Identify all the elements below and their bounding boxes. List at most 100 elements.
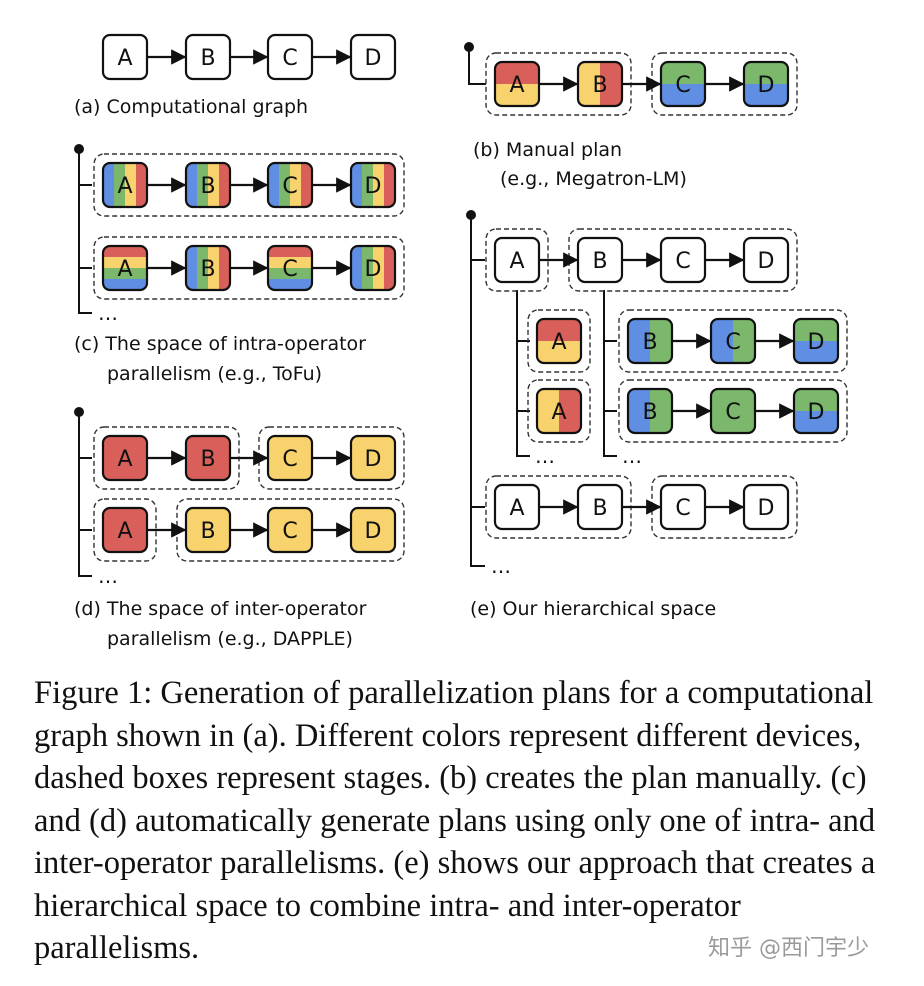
- graph-node-d4: D: [349, 434, 397, 482]
- graph-node-e6: B: [626, 317, 674, 365]
- node-label-e10: B: [642, 400, 657, 425]
- node-label-d4: D: [365, 447, 382, 472]
- node-fill-c1: [103, 163, 147, 207]
- caption-d-line1: (d) The space of inter-operator: [74, 598, 367, 620]
- stage-box-c-3: [93, 236, 405, 300]
- caption-d-line2: parallelism (e.g., DAPPLE): [107, 628, 353, 650]
- stage-box-d-6: [93, 498, 157, 562]
- node-label-c5: A: [117, 257, 132, 282]
- graph-node-d6: B: [184, 506, 232, 554]
- node-label-b1: A: [509, 73, 524, 98]
- node-fill-a3: [268, 35, 312, 79]
- caption-c-line2: parallelism (e.g., ToFu): [107, 363, 322, 385]
- node-label-e3: C: [675, 249, 690, 274]
- stage-box-e-13: [618, 379, 848, 443]
- node-label-e13: A: [509, 496, 524, 521]
- node-fill-e9: [537, 389, 581, 433]
- stage-box-e-15: [651, 475, 798, 539]
- graph-node-a2: B: [184, 33, 232, 81]
- node-label-a4: D: [365, 46, 382, 71]
- ellipsis-d: …: [98, 564, 118, 588]
- edges-layer: [147, 49, 795, 538]
- node-fill-c4: [351, 163, 395, 207]
- graph-node-e9: A: [535, 387, 583, 435]
- node-fill-c3: [268, 163, 312, 207]
- node-label-b3: C: [675, 73, 690, 98]
- node-fill-d5: [103, 508, 147, 552]
- graph-node-a1: A: [101, 33, 149, 81]
- node-label-c1: A: [117, 174, 132, 199]
- tree-lines: [74, 42, 617, 577]
- node-label-d1: A: [117, 447, 132, 472]
- node-label-c8: D: [365, 257, 382, 282]
- node-label-e12: D: [808, 400, 825, 425]
- stage-box-e-9: [568, 228, 798, 292]
- watermark: 知乎 @西门宇少: [702, 928, 875, 964]
- graph-node-d5: A: [101, 506, 149, 554]
- graph-node-c4: D: [349, 161, 397, 209]
- graph-node-e8: D: [792, 317, 840, 365]
- node-fill-e15: [661, 485, 705, 529]
- caption-b-line1: (b) Manual plan: [473, 139, 622, 161]
- node-fill-e14: [578, 485, 622, 529]
- node-label-b2: B: [592, 73, 607, 98]
- caption-a: (a) Computational graph: [74, 96, 308, 118]
- figure-caption: Figure 1: Generation of parallelization …: [34, 675, 876, 966]
- graph-node-d1: A: [101, 434, 149, 482]
- caption-b-line2: (e.g., Megatron-LM): [500, 168, 687, 190]
- graph-node-e15: C: [659, 483, 707, 531]
- node-fill-e4: [744, 238, 788, 282]
- graph-node-c2: B: [184, 161, 232, 209]
- graph-node-d7: C: [266, 506, 314, 554]
- node-fill-d3: [268, 436, 312, 480]
- node-label-c4: D: [365, 174, 382, 199]
- stage-box-d-5: [258, 426, 405, 490]
- node-label-c3: C: [282, 174, 297, 199]
- graph-node-b4: D: [742, 60, 790, 108]
- ellipsis-e-right: …: [622, 444, 642, 468]
- node-fill-e8: [794, 319, 838, 363]
- node-fill-d8: [351, 508, 395, 552]
- node-fill-e12: [794, 389, 838, 433]
- node-label-a1: A: [117, 46, 132, 71]
- stage-box-e-12: [618, 309, 848, 373]
- graph-node-a4: D: [349, 33, 397, 81]
- node-fill-c7: [268, 246, 312, 290]
- ellipsis-e-left: …: [535, 444, 555, 468]
- graph-node-d8: D: [349, 506, 397, 554]
- node-label-e1: A: [509, 249, 524, 274]
- node-label-e9: A: [551, 400, 566, 425]
- ellipsis-c: …: [98, 301, 118, 325]
- node-fill-e3: [661, 238, 705, 282]
- graph-node-c8: D: [349, 244, 397, 292]
- graph-node-b1: A: [493, 60, 541, 108]
- graph-node-c5: A: [101, 244, 149, 292]
- graph-node-e4: D: [742, 236, 790, 284]
- node-fill-d2: [186, 436, 230, 480]
- node-label-e14: B: [592, 496, 607, 521]
- node-fill-b2: [578, 62, 622, 106]
- node-label-e8: D: [808, 330, 825, 355]
- graph-node-c7: C: [266, 244, 314, 292]
- node-fill-e6: [628, 319, 672, 363]
- node-fill-e11: [711, 389, 755, 433]
- node-label-d3: C: [282, 447, 297, 472]
- graph-node-c3: C: [266, 161, 314, 209]
- node-label-b4: D: [758, 73, 775, 98]
- node-label-c6: B: [200, 257, 215, 282]
- graph-node-a3: C: [266, 33, 314, 81]
- graph-node-d3: C: [266, 434, 314, 482]
- ellipsis-e-bottom: …: [491, 554, 511, 578]
- stage-box-e-10: [527, 309, 591, 373]
- graph-node-e3: C: [659, 236, 707, 284]
- node-label-d7: C: [282, 519, 297, 544]
- node-fill-a1: [103, 35, 147, 79]
- graph-node-b3: C: [659, 60, 707, 108]
- graph-node-e1: A: [493, 236, 541, 284]
- graph-node-e14: B: [576, 483, 624, 531]
- node-fill-c6: [186, 246, 230, 290]
- node-fill-c8: [351, 246, 395, 290]
- node-label-a2: B: [200, 46, 215, 71]
- graph-node-e5: A: [535, 317, 583, 365]
- node-fill-e16: [744, 485, 788, 529]
